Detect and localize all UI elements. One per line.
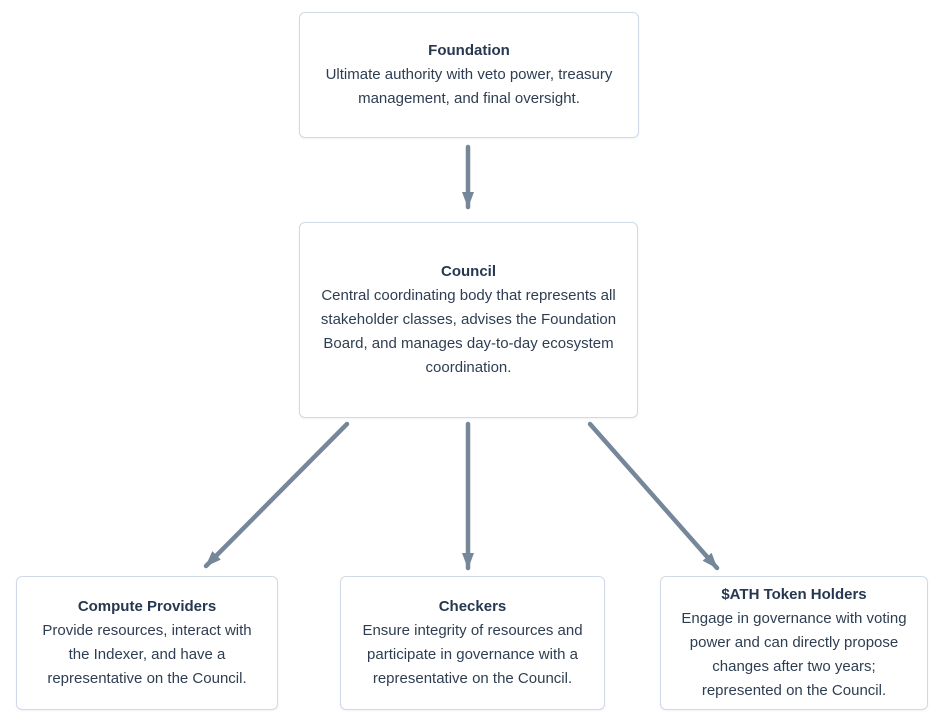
node-compute-providers: Compute Providers Provide resources, int… [16,576,278,710]
node-ath-token-holders-body: Engage in governance with voting power a… [681,610,907,699]
node-compute-providers-title: Compute Providers [77,598,217,615]
node-checkers-title: Checkers [438,598,507,615]
arrow-council-to-ath-token-holders [587,421,720,571]
node-checkers: Checkers Ensure integrity of resources a… [340,576,605,710]
node-ath-token-holders: $ATH Token Holders Engage in governance … [660,576,928,710]
node-council: Council Central coordinating body that r… [299,222,638,418]
arrow-council-to-compute-providers [203,421,350,569]
node-foundation-body: Ultimate authority with veto power, trea… [325,66,613,107]
node-foundation-title: Foundation [428,42,510,59]
node-foundation: Foundation Ultimate authority with veto … [299,12,639,138]
node-ath-token-holders-title: $ATH Token Holders [721,586,867,603]
node-compute-providers-body: Provide resources, interact with the Ind… [42,622,252,687]
node-council-title: Council [441,263,496,280]
node-council-body: Central coordinating body that represent… [320,287,617,376]
node-checkers-body: Ensure integrity of resources and partic… [362,622,583,687]
